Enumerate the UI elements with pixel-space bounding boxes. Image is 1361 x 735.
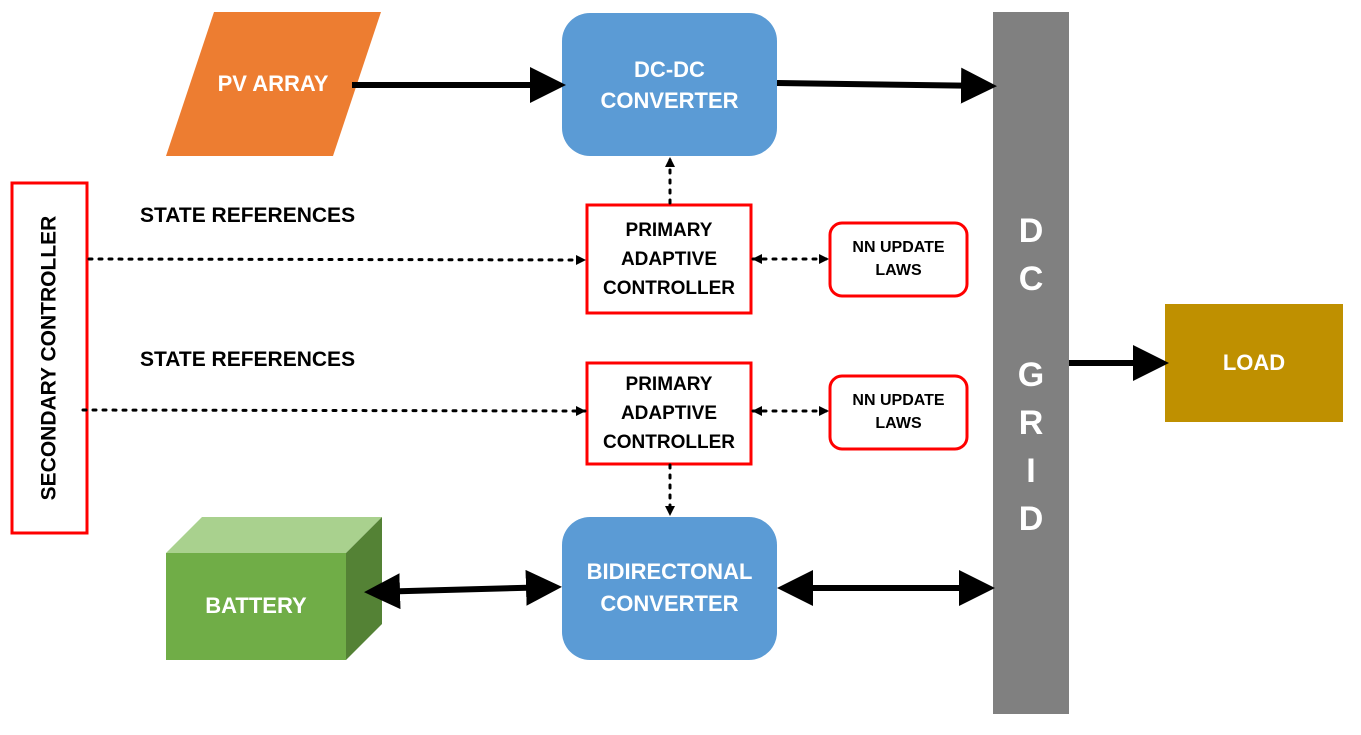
dc-grid-letter: G (1017, 356, 1045, 394)
secondary-controller-box (10, 181, 89, 535)
nn-update-2-box (828, 374, 969, 451)
nn-update-1-box (828, 221, 969, 298)
bidirectional-converter-label: BIDIRECTONAL CONVERTER (586, 559, 753, 616)
dc-grid-letter: D (1018, 500, 1044, 538)
primary-controller-1-box (585, 203, 753, 315)
dc-grid-letter: R (1018, 404, 1044, 442)
pv-array-shape (166, 12, 381, 156)
load-label: LOAD (1222, 350, 1286, 375)
battery-front-face (166, 553, 346, 660)
battery-side-face (346, 517, 382, 660)
bidirectional-converter-shape (562, 517, 777, 660)
battery-label: BATTERY (205, 593, 307, 618)
dcdc-converter-shape (562, 13, 777, 156)
dc-grid-letter: I (1026, 452, 1036, 490)
battery-top-face (166, 517, 382, 553)
dotted-arrow-state-ref-1 (87, 254, 587, 265)
state-references-label-1: STATE REFERENCES (140, 204, 356, 227)
nn-update-1-label: NN UPDATE LAWS (852, 239, 945, 279)
primary-controller-2-label: PRIMARY ADAPTIVE CONTROLLER (603, 373, 735, 453)
dotted-arrow-state-ref-2 (81, 405, 587, 416)
dc-grid-bar (993, 12, 1069, 714)
dcdc-converter-label: DC-DC CONVERTER (600, 57, 739, 113)
arrow-dcdc-to-grid (776, 67, 997, 104)
state-references-label-2: STATE REFERENCES (140, 348, 356, 371)
load-shape (1165, 304, 1343, 422)
primary-controller-1-label: PRIMARY ADAPTIVE CONTROLLER (603, 219, 735, 299)
dc-grid-label: D C G R I D (993, 207, 1069, 543)
pv-array-label: PV ARRAY (217, 71, 329, 96)
secondary-controller-label-wrap: SECONDARY CONTROLLER (12, 183, 87, 533)
dc-grid-letter: D (1018, 212, 1044, 250)
nn-update-2-label: NN UPDATE LAWS (852, 392, 945, 432)
secondary-controller-label: SECONDARY CONTROLLER (37, 215, 61, 501)
dc-grid-letter: C (1018, 260, 1044, 298)
arrow-battery-bidirectional (364, 569, 562, 610)
